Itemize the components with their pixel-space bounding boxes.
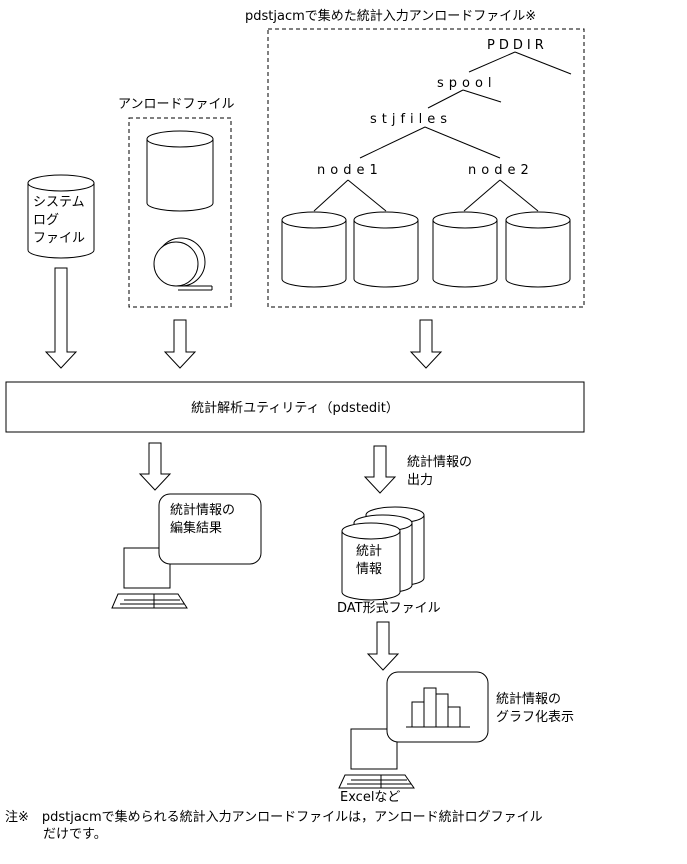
tree-node2-label: node2 [468,163,534,178]
output-label-line-1: 統計情報の [407,454,472,470]
arrow-utility-to-edit-result [138,442,172,491]
tree-spool-label: spool [437,76,497,91]
footnote-line-2: だけです。 [43,827,107,842]
unload-files-box [128,117,232,308]
dat-file-label: DAT形式ファイル [337,601,441,616]
top-note: pdstjacmで集めた統計入力アンロードファイル※ [245,8,536,24]
dat-file-cylinders [341,506,425,601]
terminal-icon-right [338,728,415,789]
unload-tape-reel [153,237,213,291]
histogram-icon [406,687,470,728]
tree-stjfiles-label: stjfiles [370,112,452,127]
edit-result-line-2: 編集結果 [170,520,222,536]
node1-cylinder-b [353,211,419,288]
arrow-utility-to-dat [363,445,397,494]
excel-label: Excelなど [340,790,400,805]
system-log-line-1: システム [33,195,85,210]
tree-connectors [313,51,572,212]
arrow-dat-to-excel [366,621,400,671]
graph-label-line-1: 統計情報の [496,691,561,707]
edit-result-bubble [158,493,262,565]
node1-cylinder-a [281,211,347,288]
output-label-line-2: 出力 [407,473,433,488]
footnote-line-1: 注※ pdstjacmで集められる統計入力アンロードファイルは，アンロード統計ロ… [5,809,543,825]
tree-node1-label: node1 [317,163,383,178]
edit-result-line-1: 統計情報の [170,502,235,518]
system-log-cylinder [27,174,95,259]
unload-files-label: アンロードファイル [118,97,234,112]
system-log-line-3: ファイル [33,231,85,246]
arrow-collected-to-utility [409,319,443,369]
arrow-unload-to-utility [163,319,197,369]
arrow-syslog-to-utility [44,267,78,369]
stat-db-line-1: 統計 [356,543,382,559]
stat-db-line-2: 情報 [356,562,382,577]
terminal-icon-left [111,547,188,609]
utility-label: 統計解析ユティリティ（pdstedit） [191,400,399,416]
tree-root-label: PDDIR [487,38,548,53]
system-log-line-2: ログ [33,213,59,228]
graph-label-line-2: グラフ化表示 [496,710,574,725]
node2-cylinder-a [432,211,498,288]
node2-cylinder-b [505,211,571,288]
collected-files-box [267,28,585,308]
unload-disk-cylinder [146,130,214,212]
utility-box [5,381,585,433]
